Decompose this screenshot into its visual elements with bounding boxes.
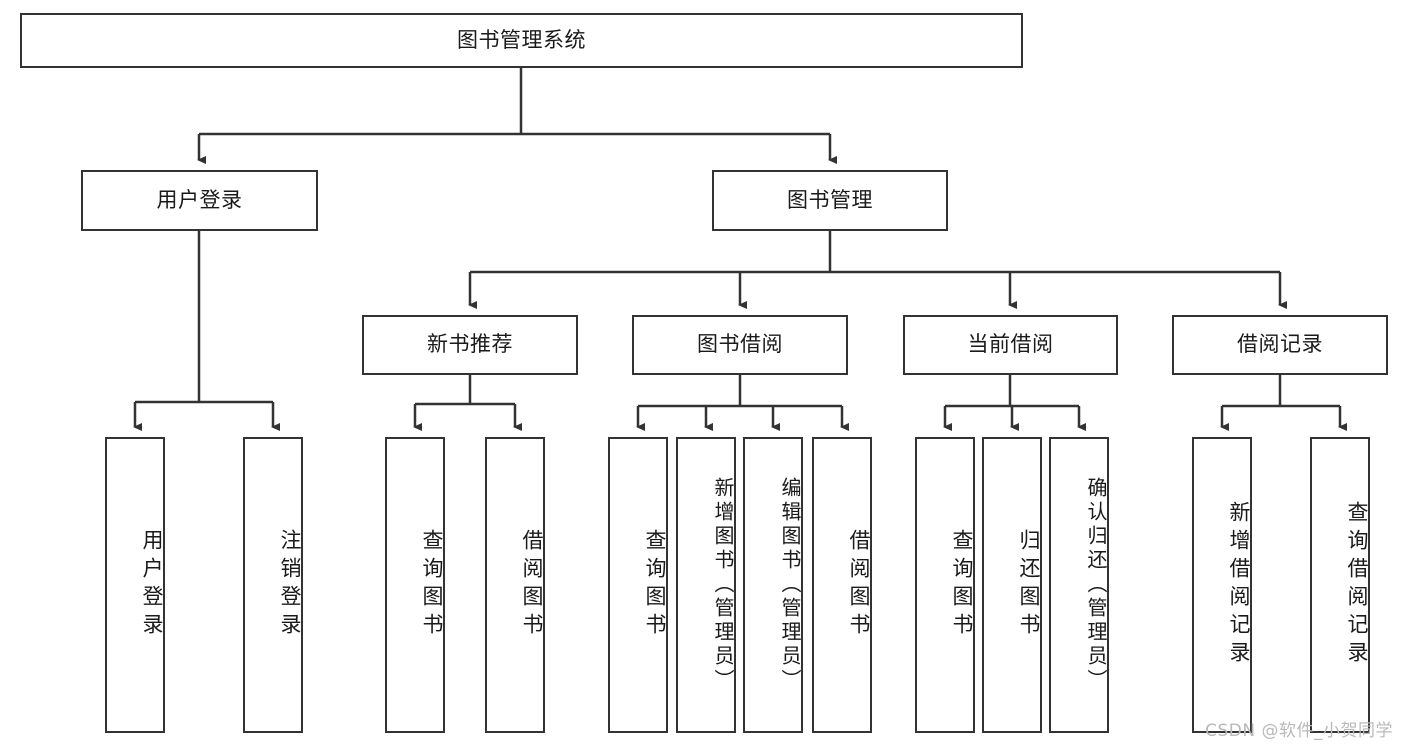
node-user-login[interactable]: 用户登录 [81, 170, 318, 231]
node-label: 归还图书 [1017, 529, 1041, 641]
node-label: 借阅图书 [520, 529, 544, 641]
node-label: 查询图书 [950, 529, 974, 641]
node-label: 编辑图书（管理员） [778, 477, 802, 693]
node-leaf-query-book-current[interactable]: 查询图书 [915, 437, 975, 733]
node-leaf-add-borrow-record[interactable]: 新增借阅记录 [1192, 437, 1252, 733]
node-label: 新增借阅记录 [1227, 501, 1251, 669]
node-current-borrow[interactable]: 当前借阅 [903, 315, 1118, 375]
node-label: 借阅图书 [847, 529, 871, 641]
node-leaf-query-borrow-record[interactable]: 查询借阅记录 [1310, 437, 1370, 733]
node-book-borrow[interactable]: 图书借阅 [632, 315, 848, 375]
node-leaf-confirm-return-admin[interactable]: 确认归还（管理员） [1049, 437, 1109, 733]
node-label: 查询图书 [643, 529, 667, 641]
node-label: 查询借阅记录 [1345, 501, 1369, 669]
node-borrow-record[interactable]: 借阅记录 [1172, 315, 1388, 375]
node-label: 用户登录 [156, 187, 243, 212]
node-leaf-add-book-admin[interactable]: 新增图书（管理员） [676, 437, 736, 733]
node-leaf-borrow-book[interactable]: 借阅图书 [812, 437, 872, 733]
node-book-manage[interactable]: 图书管理 [712, 170, 948, 231]
node-leaf-user-login[interactable]: 用户登录 [105, 437, 165, 733]
node-label: 新书推荐 [427, 332, 513, 357]
node-label: 图书借阅 [697, 332, 783, 357]
node-leaf-return-book[interactable]: 归还图书 [982, 437, 1042, 733]
node-leaf-logout-login[interactable]: 注销登录 [243, 437, 303, 733]
node-leaf-edit-book-admin[interactable]: 编辑图书（管理员） [743, 437, 803, 733]
node-label: 查询图书 [420, 529, 444, 641]
node-label: 用户登录 [140, 529, 164, 641]
node-label: 确认归还（管理员） [1084, 477, 1108, 693]
node-label: 图书管理 [787, 187, 873, 212]
node-label: 图书管理系统 [457, 27, 586, 52]
node-leaf-query-book-recommend[interactable]: 查询图书 [385, 437, 445, 733]
node-label: 当前借阅 [967, 332, 1054, 357]
node-root[interactable]: 图书管理系统 [20, 13, 1023, 68]
node-leaf-borrow-book-recommend[interactable]: 借阅图书 [485, 437, 545, 733]
node-label: 借阅记录 [1237, 332, 1323, 357]
node-label: 新增图书（管理员） [711, 477, 735, 693]
node-label: 注销登录 [278, 529, 302, 641]
node-new-book-recommend[interactable]: 新书推荐 [362, 315, 578, 375]
node-leaf-query-book-borrow[interactable]: 查询图书 [608, 437, 668, 733]
